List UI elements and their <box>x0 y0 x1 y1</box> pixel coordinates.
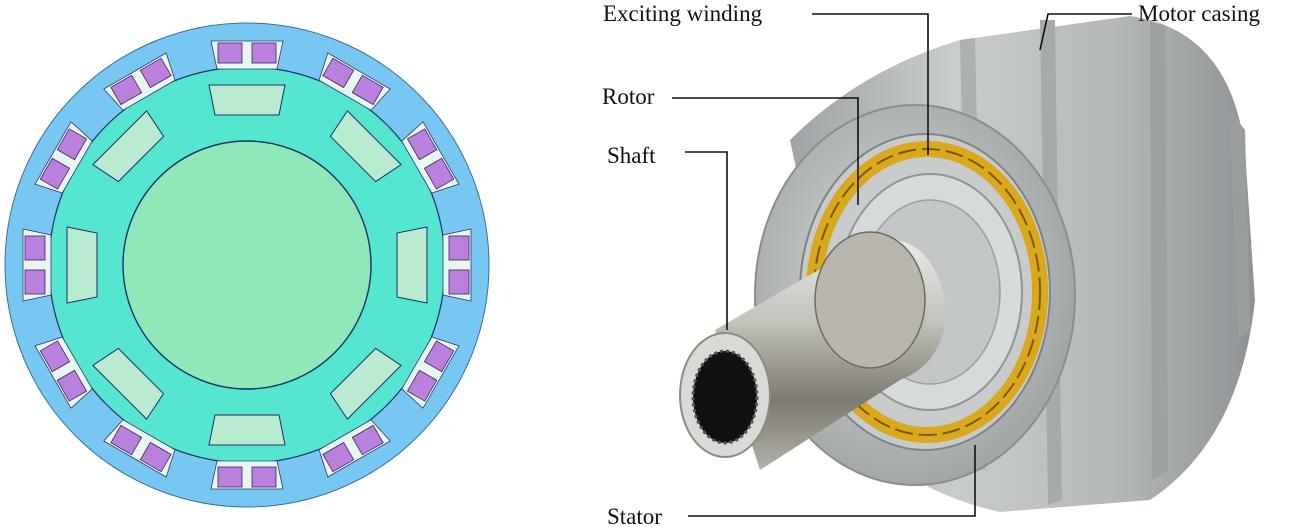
coil <box>251 466 277 488</box>
leader-exciting-winding <box>812 13 929 155</box>
coil <box>139 57 172 89</box>
stator-slot <box>34 121 93 194</box>
stator-slot <box>442 228 472 302</box>
coil <box>24 235 46 261</box>
coil <box>39 340 71 373</box>
label-rotor: Rotor <box>602 84 655 109</box>
coil <box>139 441 172 473</box>
pole-shoe <box>208 84 286 116</box>
rotor-pole <box>329 110 402 183</box>
pole-shoe <box>329 347 402 420</box>
pole-shoe <box>329 110 402 183</box>
stator-slot <box>103 52 176 111</box>
label-motor-casing: Motor casing <box>1138 1 1261 26</box>
coil <box>24 269 46 295</box>
coil <box>251 42 277 64</box>
stator-slot <box>318 419 391 478</box>
coil <box>448 235 470 261</box>
rotor-pole <box>396 226 428 304</box>
coil <box>110 74 143 106</box>
stator-teeth <box>66 84 428 446</box>
motor-cross-section <box>4 22 490 508</box>
pole-shoe <box>92 110 165 183</box>
leader-motor-casing <box>1039 13 1132 51</box>
coil <box>406 369 438 402</box>
coil <box>322 441 355 473</box>
rotor-pole <box>92 347 165 420</box>
coil <box>448 269 470 295</box>
coil <box>56 128 88 161</box>
coil <box>322 57 355 89</box>
leader-shaft <box>685 151 728 330</box>
pole-shoe <box>396 226 428 304</box>
coil <box>351 74 384 106</box>
coil <box>217 466 243 488</box>
stator-slot <box>401 336 460 409</box>
coil <box>423 157 455 190</box>
label-exciting-winding: Exciting winding <box>603 1 763 26</box>
casing-rib <box>1230 110 1250 340</box>
shaft-spline-hole <box>691 349 759 445</box>
pole-shoe <box>66 226 98 304</box>
shaft-collar <box>814 231 926 369</box>
motor-3d-rendering <box>679 16 1255 512</box>
leader-stator <box>688 445 976 517</box>
coil <box>110 424 143 456</box>
coil <box>56 369 88 402</box>
stator-slot <box>103 419 176 478</box>
exciting-winding-inner <box>813 148 1041 436</box>
coil <box>217 42 243 64</box>
pole-shoe <box>92 347 165 420</box>
coil <box>351 424 384 456</box>
rotor-pole <box>66 226 98 304</box>
stator-slots <box>22 40 472 490</box>
label-shaft: Shaft <box>607 143 656 168</box>
stator-slot <box>318 52 391 111</box>
coil <box>406 128 438 161</box>
pole-shoe <box>208 414 286 446</box>
rotor-pole <box>92 110 165 183</box>
stator-slot <box>401 121 460 194</box>
coil <box>39 157 71 190</box>
stator-slot <box>210 40 284 70</box>
rotor-pole <box>329 347 402 420</box>
rotor-core <box>122 140 372 390</box>
rotor-pole <box>208 414 286 446</box>
leader-rotor <box>672 97 859 205</box>
label-stator: Stator <box>607 504 662 527</box>
stator-slot <box>34 336 93 409</box>
leader-lines <box>672 13 1132 517</box>
stator-slot <box>210 460 284 490</box>
rotor-pole <box>208 84 286 116</box>
casing-rib <box>1150 22 1168 480</box>
stator-slot <box>22 228 52 302</box>
coil <box>423 340 455 373</box>
